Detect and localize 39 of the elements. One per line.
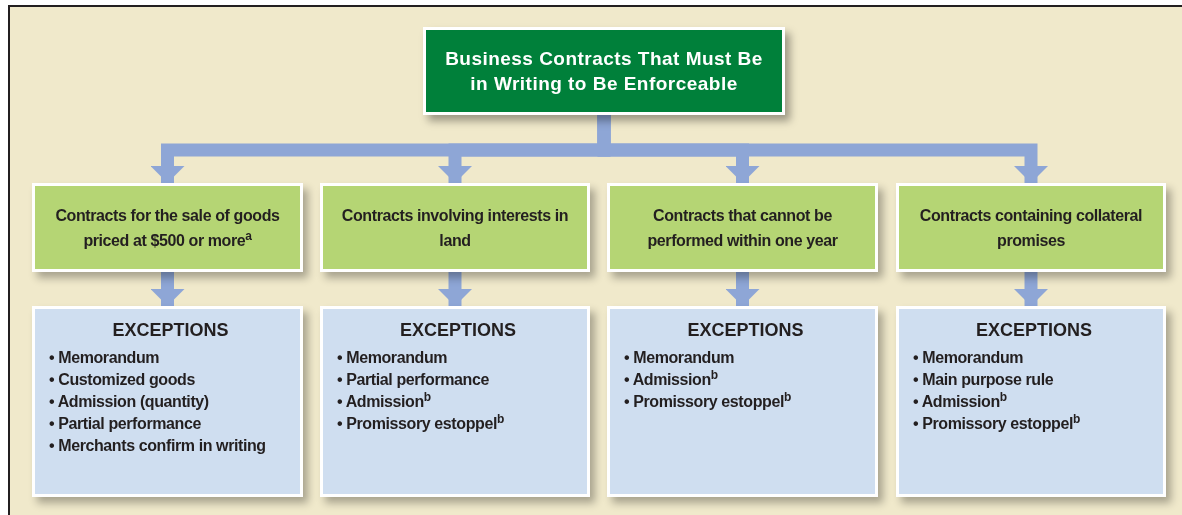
exceptions-heading: EXCEPTIONS [400,319,516,342]
exceptions-box [607,306,878,497]
arrow [438,272,472,306]
exceptions-box [32,306,303,497]
arrow [597,115,1048,183]
exceptions-box [320,306,590,497]
exception-item: • Partial performance [49,414,202,434]
exception-item: • Admission$^{b}$ [337,391,432,412]
exception-item: • Memorandum [913,348,1025,368]
category-box [607,183,878,272]
title-text: Business Contracts That Must Be in Writing to Be Enforceable [444,47,764,96]
exception-item: • Customized goods [49,370,196,390]
exception-item: • Main purpose rule [913,370,1055,390]
exception-item: • Memorandum [337,348,449,368]
arrow [725,272,760,306]
category-text: Contracts for the sale of goods priced at $500 or more$^{a}$ [54,205,281,251]
category-text: Contracts that cannot be performed within one year [646,205,839,251]
exception-item: • Partial performance [337,370,490,390]
title-box [423,27,785,115]
exceptions-heading: EXCEPTIONS [687,319,804,342]
category-box [320,183,590,272]
exceptions-heading: EXCEPTIONS [976,319,1092,342]
category-box [896,183,1166,272]
exception-item: • Admission$^{b}$ [624,369,719,390]
category-box [32,183,303,272]
exception-item: • Promissory estoppel$^{b}$ [337,413,505,434]
category-text: Contracts containing collateral promises [918,205,1144,251]
exceptions-box [896,306,1166,497]
exception-item: • Promissory estoppel$^{b}$ [624,391,792,412]
arrow [150,272,185,306]
exception-item: • Merchants confirm in writing [49,436,267,456]
exceptions-heading: EXCEPTIONS [112,319,229,342]
exception-item: • Memorandum [49,348,161,368]
arrow [1014,272,1048,306]
category-text: Contracts involving interests in land [340,205,570,251]
exception-item: • Admission (quantity) [49,392,210,412]
exception-item: • Memorandum [624,348,736,368]
exception-item: • Admission$^{b}$ [913,391,1008,412]
exception-item: • Promissory estoppel$^{b}$ [913,413,1081,434]
